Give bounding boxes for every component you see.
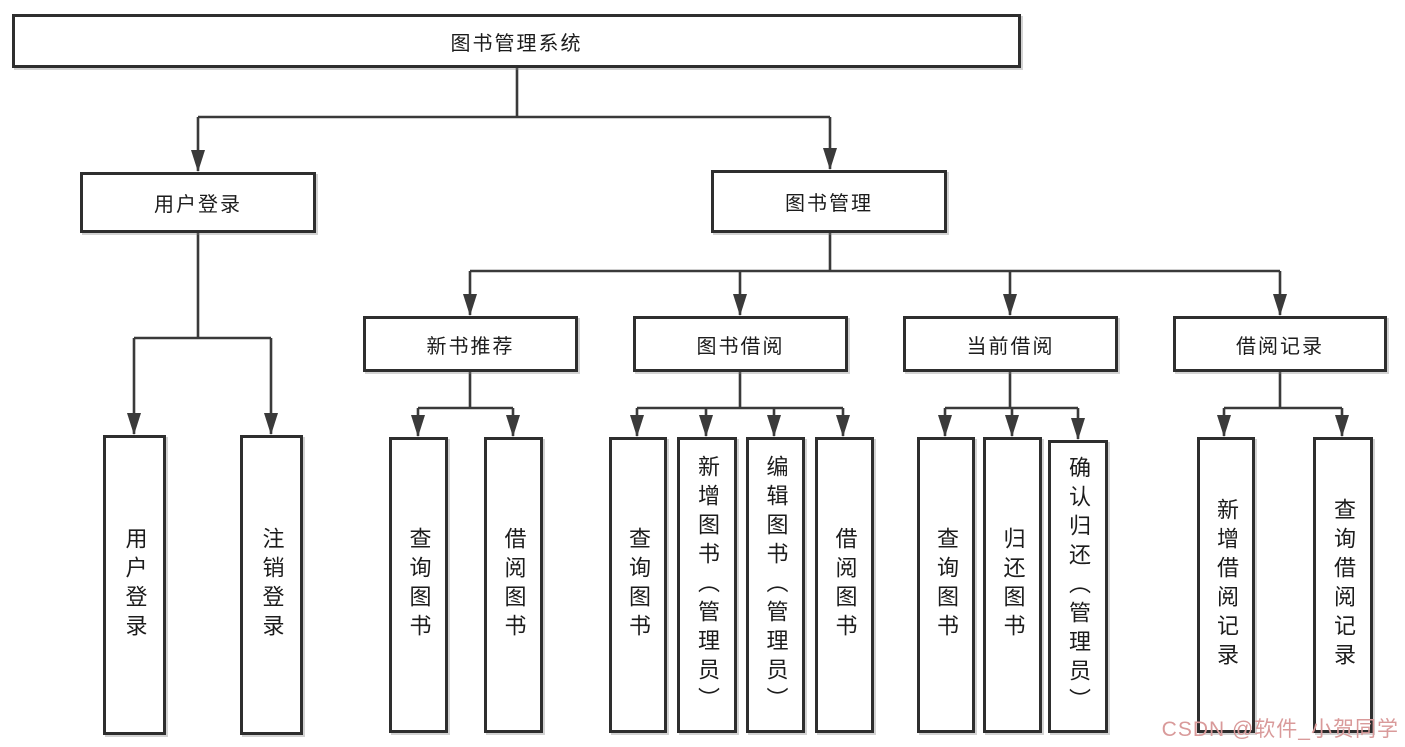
leaf-br-add-record: 新增借阅记录 xyxy=(1197,437,1255,733)
edge-skeleton xyxy=(134,68,1342,410)
leaf-user-login: 用户登录 xyxy=(103,435,166,735)
leaf-logout-login: 注销登录 xyxy=(240,435,303,735)
leaf-nb-query-book: 查询图书 xyxy=(389,437,448,733)
leaf-cb-query-book: 查询图书 xyxy=(917,437,975,733)
node-book-borrow: 图书借阅 xyxy=(633,316,848,372)
node-borrow-records: 借阅记录 xyxy=(1173,316,1387,372)
node-library-system: 图书管理系统 xyxy=(12,14,1021,68)
leaf-bb-query-book: 查询图书 xyxy=(609,437,667,733)
leaf-bb-edit-book-admin: 编辑图书（管理员） xyxy=(746,437,805,733)
leaf-cb-confirm-return-admin: 确认归还（管理员） xyxy=(1048,440,1108,733)
leaf-bb-borrow-book: 借阅图书 xyxy=(815,437,874,733)
csdn-watermark: CSDN @软件_小贺同学 xyxy=(1161,718,1399,741)
node-new-book-recommend: 新书推荐 xyxy=(363,316,578,372)
node-user-login: 用户登录 xyxy=(80,172,316,233)
leaf-cb-return-book: 归还图书 xyxy=(983,437,1042,733)
leaf-nb-borrow-book: 借阅图书 xyxy=(484,437,543,733)
leaf-br-query-record: 查询借阅记录 xyxy=(1313,437,1373,733)
node-current-borrow: 当前借阅 xyxy=(903,316,1118,372)
leaf-bb-add-book-admin: 新增图书（管理员） xyxy=(677,437,737,733)
node-book-management: 图书管理 xyxy=(711,170,947,233)
